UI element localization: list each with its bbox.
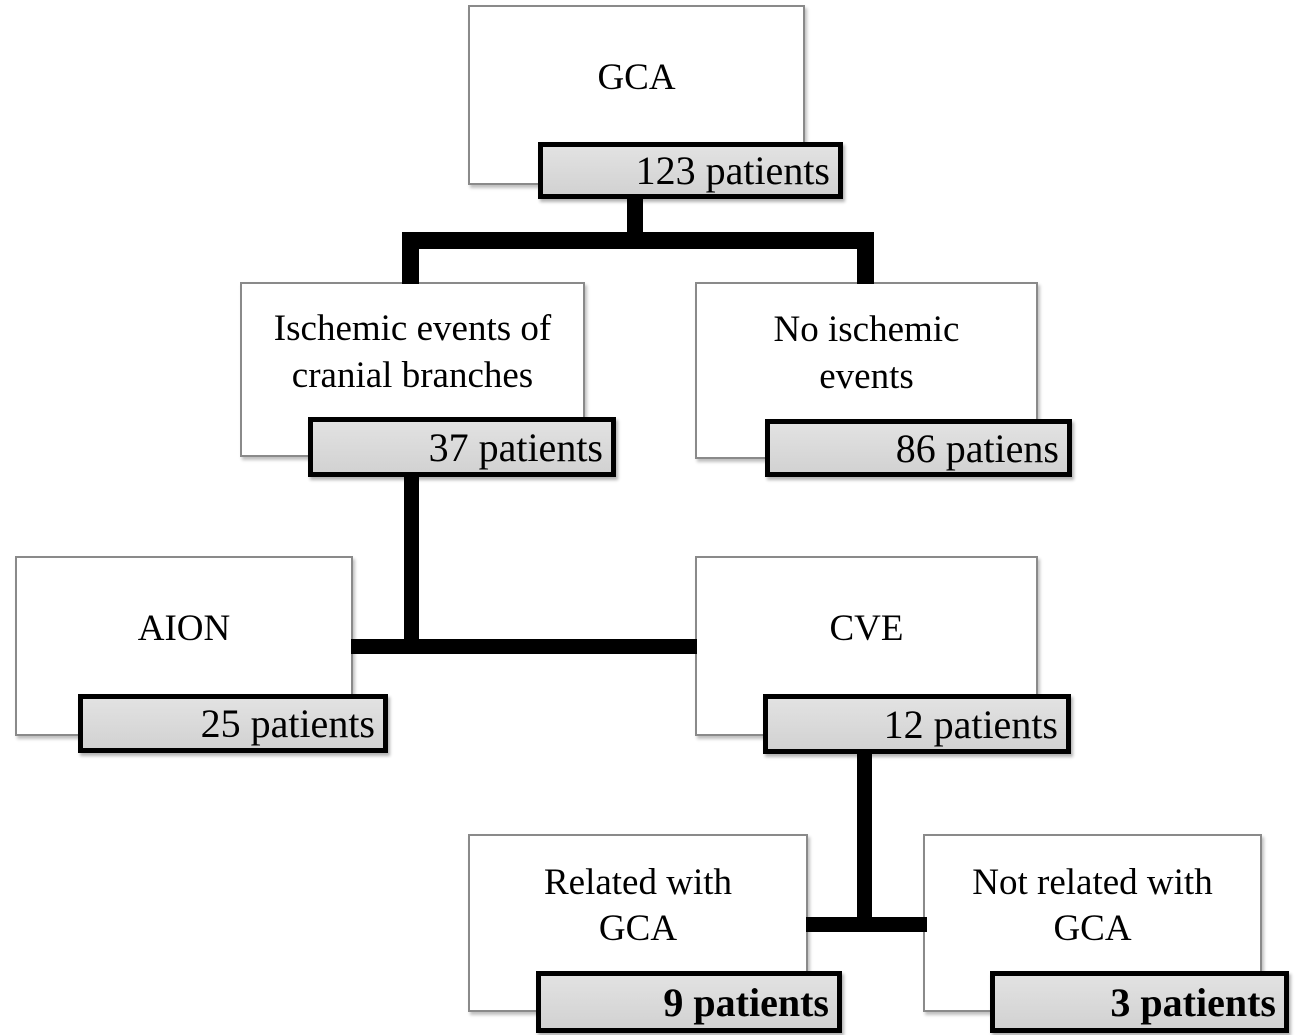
node-not-related-with-gca-label: Not related with GCA xyxy=(972,861,1213,949)
count-badge-no-ischemic: 86 patiens xyxy=(765,419,1072,477)
node-gca-label: GCA xyxy=(597,56,676,98)
node-no-ischemic-events-label: No ischemic events xyxy=(773,309,960,397)
connector-gca-branch-bar xyxy=(402,232,874,249)
count-badge-gca: 123 patients xyxy=(538,142,843,199)
count-badge-aion: 25 patients xyxy=(78,694,388,753)
connector-aion-cve-bar xyxy=(351,639,697,654)
count-badge-ischemic: 37 patients xyxy=(308,417,616,477)
connector-to-ischemic xyxy=(402,232,419,284)
node-related-with-gca-label: Related with GCA xyxy=(543,861,733,949)
node-ischemic-events-label: Ischemic events of cranial branches xyxy=(273,308,552,396)
node-cve-label: CVE xyxy=(829,607,904,649)
connector-related-bar xyxy=(806,917,927,932)
connector-gca-stem xyxy=(627,197,643,239)
connector-ischemic-stem xyxy=(404,474,419,654)
node-aion-label: AION xyxy=(137,607,231,649)
count-badge-not-related: 3 patients xyxy=(990,971,1289,1033)
connector-to-no-ischemic xyxy=(857,232,874,284)
count-badge-related: 9 patients xyxy=(536,971,842,1033)
connector-cve-stem xyxy=(857,751,872,932)
count-badge-cve: 12 patients xyxy=(763,694,1071,754)
